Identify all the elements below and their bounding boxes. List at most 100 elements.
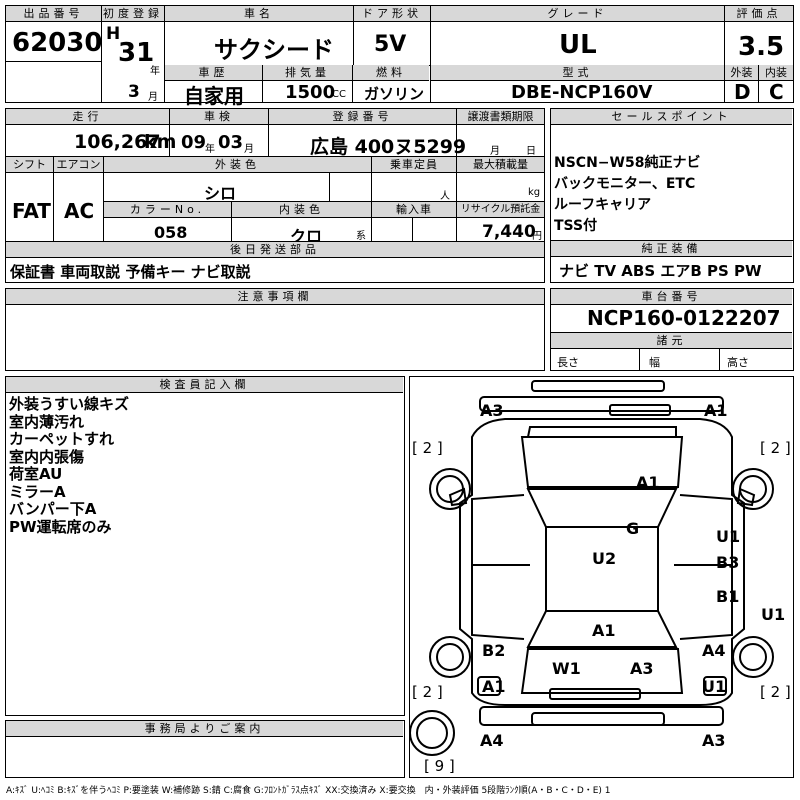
genuine-box: 純正装備 ナビ TV ABS エアB PS PW: [550, 240, 794, 283]
specs-header: 諸元: [551, 333, 792, 349]
ext-color-value: シロ: [204, 184, 237, 203]
auction-no-header: 出品番号: [6, 6, 101, 22]
notes-header: 注意事項欄: [6, 289, 544, 305]
history-header: 車歴: [165, 65, 262, 81]
fuel-value: ガソリン: [364, 85, 425, 103]
transfer-day-unit: 日: [526, 146, 536, 157]
office-header: 事務局よりご案内: [6, 721, 403, 737]
door-value: 5V: [374, 32, 407, 57]
grade-value: UL: [559, 30, 597, 60]
later-parts-value: 保証書 車両取説 予備キー ナビ取説: [10, 263, 251, 281]
car-diagram-svg: [410, 380, 774, 756]
color-no-value: 058: [154, 223, 188, 242]
damage-mark: U2: [592, 549, 617, 568]
inspection-mm: 03: [218, 132, 244, 153]
tire-front-right-label: [ 2 ]: [760, 439, 791, 457]
office-box: 事務局よりご案内: [5, 720, 405, 778]
inspection-header: 車検: [170, 109, 268, 125]
sales-point-item: バックモニター、ETC: [554, 176, 696, 192]
max-load-header: 最大積載量: [457, 157, 544, 173]
year-unit: 年: [150, 66, 160, 77]
max-load-unit: kg: [528, 187, 541, 198]
damage-mark: U1: [716, 527, 741, 546]
sales-point-item: ルーフキャリア: [554, 197, 652, 213]
vehicle-details: 走行 車検 登録番号 譲渡書類期限 106,267 km 09 年 03 月 広…: [5, 108, 545, 258]
damage-mark: A1: [636, 473, 660, 492]
import-header: 輸入車: [372, 202, 456, 218]
transfer-month-unit: 月: [490, 146, 500, 157]
first-reg-header: 初度登録: [102, 6, 164, 22]
notes-box: 注意事項欄: [5, 288, 545, 371]
tire-front-left-label: [ 2 ]: [412, 439, 443, 457]
sales-point-item: TSS付: [554, 218, 598, 234]
interior-grade-value: C: [769, 80, 784, 104]
shift-value: FAT: [12, 199, 51, 223]
damage-mark: G: [626, 519, 640, 538]
sales-point-item: NSCN−W58純正ナビ: [554, 155, 701, 171]
inspector-box: 検査員記入欄 外装うすい線キズ 室内薄汚れ カーペットすれ 室内内張傷 荷室AU…: [5, 376, 405, 716]
score-header: 評価点: [725, 6, 793, 22]
height-label: 高さ: [727, 356, 749, 369]
yen-unit: 円: [532, 231, 542, 242]
damage-mark: A1: [704, 401, 728, 420]
tire-rear-left-label: [ 2 ]: [412, 683, 443, 701]
score-value: 3.5: [738, 32, 785, 62]
damage-mark: U1: [702, 677, 727, 696]
inspection-yy: 09: [181, 132, 207, 153]
displacement-value: 1500: [285, 82, 336, 103]
ext-color-header: 外装色: [104, 157, 371, 173]
capacity-unit: 人: [440, 191, 450, 202]
reg-no-value: 広島 400ヌ5299: [310, 136, 467, 158]
inspector-note: PW運転席のみ: [9, 517, 112, 536]
inspection-yy-unit: 年: [205, 144, 215, 155]
tire-spare-label: [ 9 ]: [424, 757, 455, 775]
month-value: 3: [128, 82, 140, 102]
sales-point-list: NSCN−W58純正ナビ バックモニター、ETC ルーフキャリア TSS付: [554, 153, 700, 237]
genuine-value: ナビ TV ABS エアB PS PW: [559, 262, 762, 280]
capacity-header: 乗車定員: [372, 157, 456, 173]
damage-mark: U1: [761, 605, 786, 624]
mileage-header: 走行: [6, 109, 169, 125]
color-no-header: カラーNo.: [104, 202, 231, 218]
inspector-note: 室内薄汚れ: [9, 412, 85, 431]
history-value: 自家用: [184, 84, 244, 108]
auction-no-value: 62030: [12, 28, 103, 58]
length-label: 長さ: [557, 356, 579, 369]
inspector-note: 室内内張傷: [9, 447, 85, 466]
genuine-header: 純正装備: [551, 241, 792, 257]
damage-mark: A3: [630, 659, 654, 678]
recycle-header: リサイクル預託金: [457, 202, 544, 218]
kei-unit: 系: [356, 231, 366, 242]
damage-mark: B2: [482, 641, 506, 660]
vehicle-info-header: 出品番号 初度登録 車名 ドア形状 グレード 評価点 62030 H 31 年 …: [5, 5, 794, 108]
inspector-note: バンパー下A: [9, 500, 97, 518]
km-unit: km: [144, 131, 177, 153]
grade-header: グレード: [431, 6, 724, 22]
car-name-header: 車名: [165, 6, 353, 22]
inspector-note: カーペットすれ: [9, 430, 115, 448]
aircon-header: エアコン: [54, 157, 103, 173]
mileage-value: 106,267: [74, 131, 161, 153]
inspector-note: 外装うすい線キズ: [9, 395, 130, 413]
damage-mark: B1: [716, 587, 740, 606]
inspection-mm-unit: 月: [244, 144, 254, 155]
damage-mark: A4: [702, 641, 726, 660]
transfer-header: 譲渡書類期限: [457, 109, 544, 125]
aircon-value: AC: [64, 199, 95, 223]
chassis-header: 車台番号: [551, 289, 792, 305]
exterior-header: 外装: [725, 65, 758, 81]
chassis-box: 車台番号 NCP160-0122207 諸元 長さ 幅 高さ: [550, 288, 794, 371]
model-value: DBE-NCP160V: [511, 82, 653, 103]
damage-mark: W1: [552, 659, 581, 678]
cc-unit: CC: [332, 89, 346, 100]
shift-header: シフト: [6, 157, 53, 173]
later-parts-header: 後日発送部品: [6, 242, 544, 257]
damage-mark: A1: [592, 621, 616, 640]
car-name-value: サクシード: [214, 36, 334, 64]
damage-mark: A1: [482, 677, 506, 696]
damage-mark: A4: [480, 731, 504, 750]
chassis-value: NCP160-0122207: [587, 306, 781, 330]
damage-mark: A3: [702, 731, 726, 750]
sales-point-header: セールスポイント: [551, 109, 792, 125]
displacement-header: 排気量: [263, 65, 352, 81]
